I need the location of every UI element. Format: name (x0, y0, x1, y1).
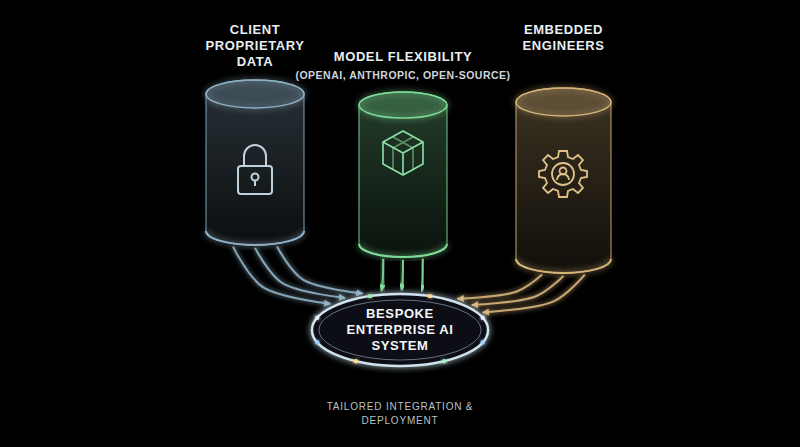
cylinder-body (359, 92, 447, 257)
ring-light (480, 340, 484, 344)
caption: TAILORED INTEGRATION & DEPLOYMENT (320, 400, 480, 428)
cylinder-heading: EMBEDDED ENGINEERS (484, 22, 644, 54)
ring-light (480, 315, 484, 319)
cylinder-subtitle: (OPENAI, ANTHROPIC, OPEN-SOURCE) (278, 68, 528, 82)
core-ellipse: BESPOKE ENTERPRISE AI SYSTEM (308, 290, 492, 370)
cylinder-title: MODEL FLEXIBILITY (278, 49, 528, 65)
cylinder-top (516, 88, 611, 116)
cylinder-title: EMBEDDED ENGINEERS (484, 22, 644, 54)
data-cylinder: CLIENT PROPRIETARY DATA (205, 80, 305, 245)
connector-strand (402, 260, 403, 290)
data-cylinder: EMBEDDED ENGINEERS (515, 88, 612, 273)
cylinder-heading: CLIENT PROPRIETARY DATA (190, 22, 320, 70)
connector-strand (422, 259, 423, 291)
cylinder-base-glow (516, 259, 611, 273)
cylinder-heading: MODEL FLEXIBILITY (OPENAI, ANTHROPIC, OPE… (278, 49, 528, 82)
cylinder-title: CLIENT PROPRIETARY DATA (190, 22, 320, 70)
flow-connector (233, 247, 363, 304)
cylinder-top (359, 92, 447, 118)
ring-light (368, 294, 372, 298)
cylinder-outline (515, 88, 612, 273)
cylinder-base-glow (359, 244, 447, 257)
flow-connector (457, 275, 584, 313)
cylinder-body (206, 80, 304, 245)
ring-light (354, 359, 358, 363)
ring-light (315, 340, 319, 344)
cylinder-top (206, 80, 304, 108)
connector-strand (255, 248, 345, 298)
ring-light (442, 359, 446, 363)
data-cylinder: MODEL FLEXIBILITY(OPENAI, ANTHROPIC, OPE… (358, 92, 448, 257)
flow-connector (382, 259, 423, 291)
connector-strand (483, 275, 585, 313)
ring-light (428, 294, 432, 298)
connector-strand (457, 275, 542, 299)
ellipse-inner-ring (319, 300, 481, 360)
ellipse-ring (312, 294, 488, 366)
core-label: BESPOKE ENTERPRISE AI SYSTEM (344, 306, 456, 354)
ring-light (315, 315, 319, 319)
connector-strand (472, 276, 564, 305)
connector-strand (277, 247, 363, 294)
cylinder-outline (358, 92, 448, 257)
connector-strand (382, 259, 384, 291)
cylinder-base-glow (206, 231, 304, 245)
cylinder-body (516, 88, 611, 273)
cylinder-outline (205, 80, 305, 245)
